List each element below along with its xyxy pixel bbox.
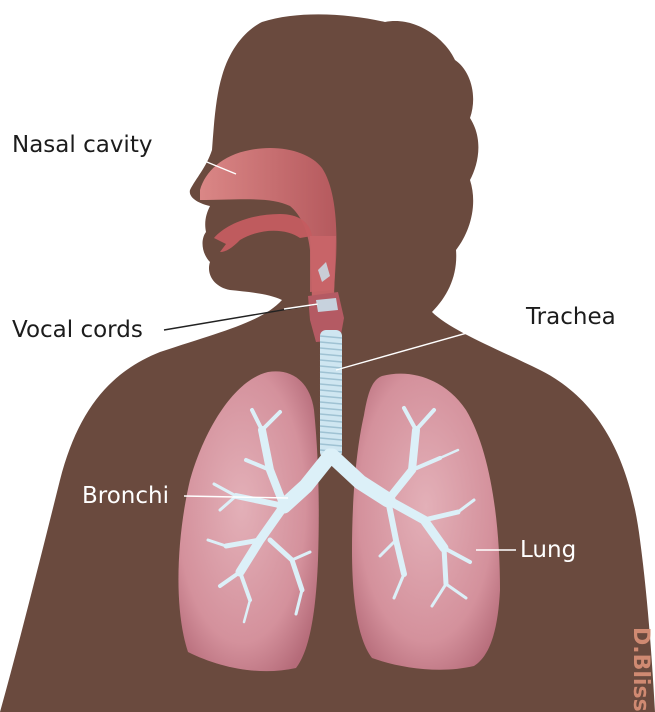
artist-signature: D.Bliss: [628, 627, 653, 712]
bronchi-label: Bronchi: [82, 483, 169, 509]
nasal-cavity-label: Nasal cavity: [12, 132, 152, 158]
trachea: [320, 330, 342, 458]
trachea-label: Trachea: [525, 304, 616, 330]
vocal-cords-label: Vocal cords: [12, 317, 143, 343]
lung-label: Lung: [520, 537, 576, 563]
